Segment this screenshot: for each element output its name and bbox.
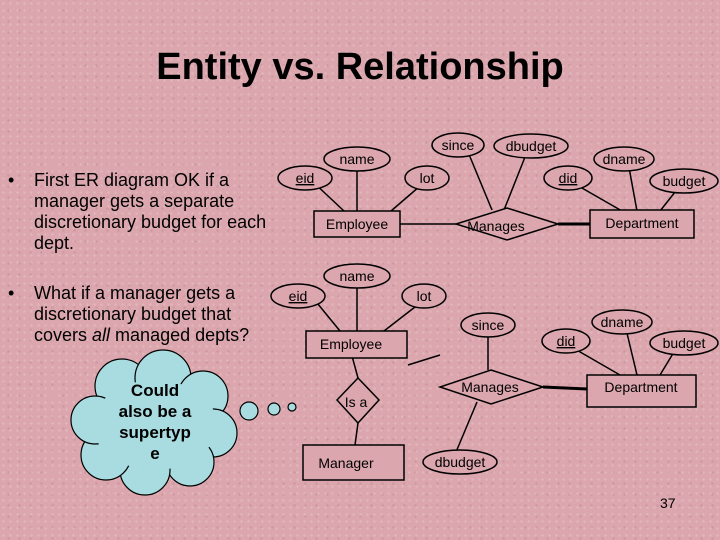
diagram1-budget-label: budget: [663, 173, 706, 189]
diagram1-department-entity: [589, 209, 695, 239]
thought-bubbles: [239, 401, 297, 421]
diagram1-department-label: Department: [605, 215, 678, 231]
diagram2-attr-budget: [649, 330, 719, 356]
diagram2-department-label: Department: [604, 379, 677, 395]
diagram2-attr-dbudget: [422, 449, 498, 475]
diagram2-eid-label: eid: [289, 288, 308, 304]
diagram1-dname-label: dname: [603, 151, 646, 167]
diagram2-links: [312, 283, 681, 453]
diagram2-isa-relationship: [335, 376, 381, 425]
diagram1-attr-name: [323, 146, 391, 172]
thought-cloud-callout: Could also be a supertyp e: [70, 349, 297, 496]
er-diagram-2: [270, 263, 719, 481]
diagram1-attr-since: [431, 132, 485, 158]
er-diagram-1: [277, 132, 719, 241]
diagram2-did-label: did: [557, 333, 576, 349]
diagram2-labels: Employee Department Manager Manages Is a…: [289, 268, 706, 471]
diagram2-budget-label: budget: [663, 335, 706, 351]
diagram2-dname-label: dname: [601, 314, 644, 330]
diagram2-manager-entity: [302, 444, 405, 481]
diagram1-attr-did: [543, 165, 593, 191]
diagram1-employee-entity: [313, 210, 401, 238]
diagram2-isa-label: Is a: [345, 394, 368, 410]
diagram2-manages-label: Manages: [461, 379, 519, 395]
diagram1-since-label: since: [442, 137, 475, 153]
diagram2-dbudget-label: dbudget: [435, 454, 486, 470]
diagram2-manages-relationship: [437, 369, 546, 405]
diagram2-employee-entity: [305, 330, 408, 359]
diagram2-attr-lot: [401, 283, 447, 309]
bullet-text-part: managed depts?: [110, 325, 250, 345]
diagram1-lot-label: lot: [420, 170, 435, 186]
diagram1-did-label: did: [559, 170, 578, 186]
page-number: 37: [660, 495, 676, 511]
bullet-emphasis: all: [92, 325, 111, 345]
diagram2-since-label: since: [472, 317, 505, 333]
callout-text: Could also be a supertyp e: [118, 381, 192, 463]
diagram1-attr-dbudget: [493, 133, 569, 159]
diagram2-manager-label: Manager: [318, 455, 374, 471]
diagram1-eid-label: eid: [296, 170, 315, 186]
diagram1-name-label: name: [339, 151, 374, 167]
diagram1-manages-relationship: [453, 207, 561, 241]
bullet-item: What if a manager gets a discretionary b…: [8, 283, 284, 346]
diagram1-attr-dname: [593, 146, 655, 172]
bullet-text: First ER diagram OK if a manager gets a …: [34, 170, 267, 253]
diagram1-attr-budget: [649, 168, 719, 194]
diagram2-attr-dname: [591, 309, 653, 335]
diagram2-attr-did: [541, 328, 591, 354]
diagram1-attr-eid: [277, 165, 333, 191]
bullet-text-part: What if a manager gets a discretionary b…: [34, 283, 236, 345]
diagram1-manages-label: Manages: [467, 218, 525, 234]
diagram1-labels: Employee Department Manages eid name lot…: [296, 137, 706, 234]
diagram2-lot-label: lot: [417, 288, 432, 304]
diagram1-dbudget-label: dbudget: [506, 138, 557, 154]
diagram2-attr-eid: [270, 283, 326, 309]
diagram1-attr-lot: [404, 165, 450, 191]
diagram2-attr-since: [460, 312, 516, 338]
diagram2-department-entity: [586, 374, 697, 408]
cloud-core: [93, 380, 217, 470]
diagram2-attr-name: [323, 263, 391, 289]
diagram2-name-label: name: [339, 268, 374, 284]
slide-title: Entity vs. Relationship: [156, 46, 564, 88]
diagram1-links: [310, 151, 684, 226]
bullet-list: First ER diagram OK if a manager gets a …: [8, 170, 288, 346]
diagram1-employee-label: Employee: [326, 216, 388, 232]
diagram2-employee-label: Employee: [320, 336, 382, 352]
bullet-item: First ER diagram OK if a manager gets a …: [8, 170, 269, 254]
